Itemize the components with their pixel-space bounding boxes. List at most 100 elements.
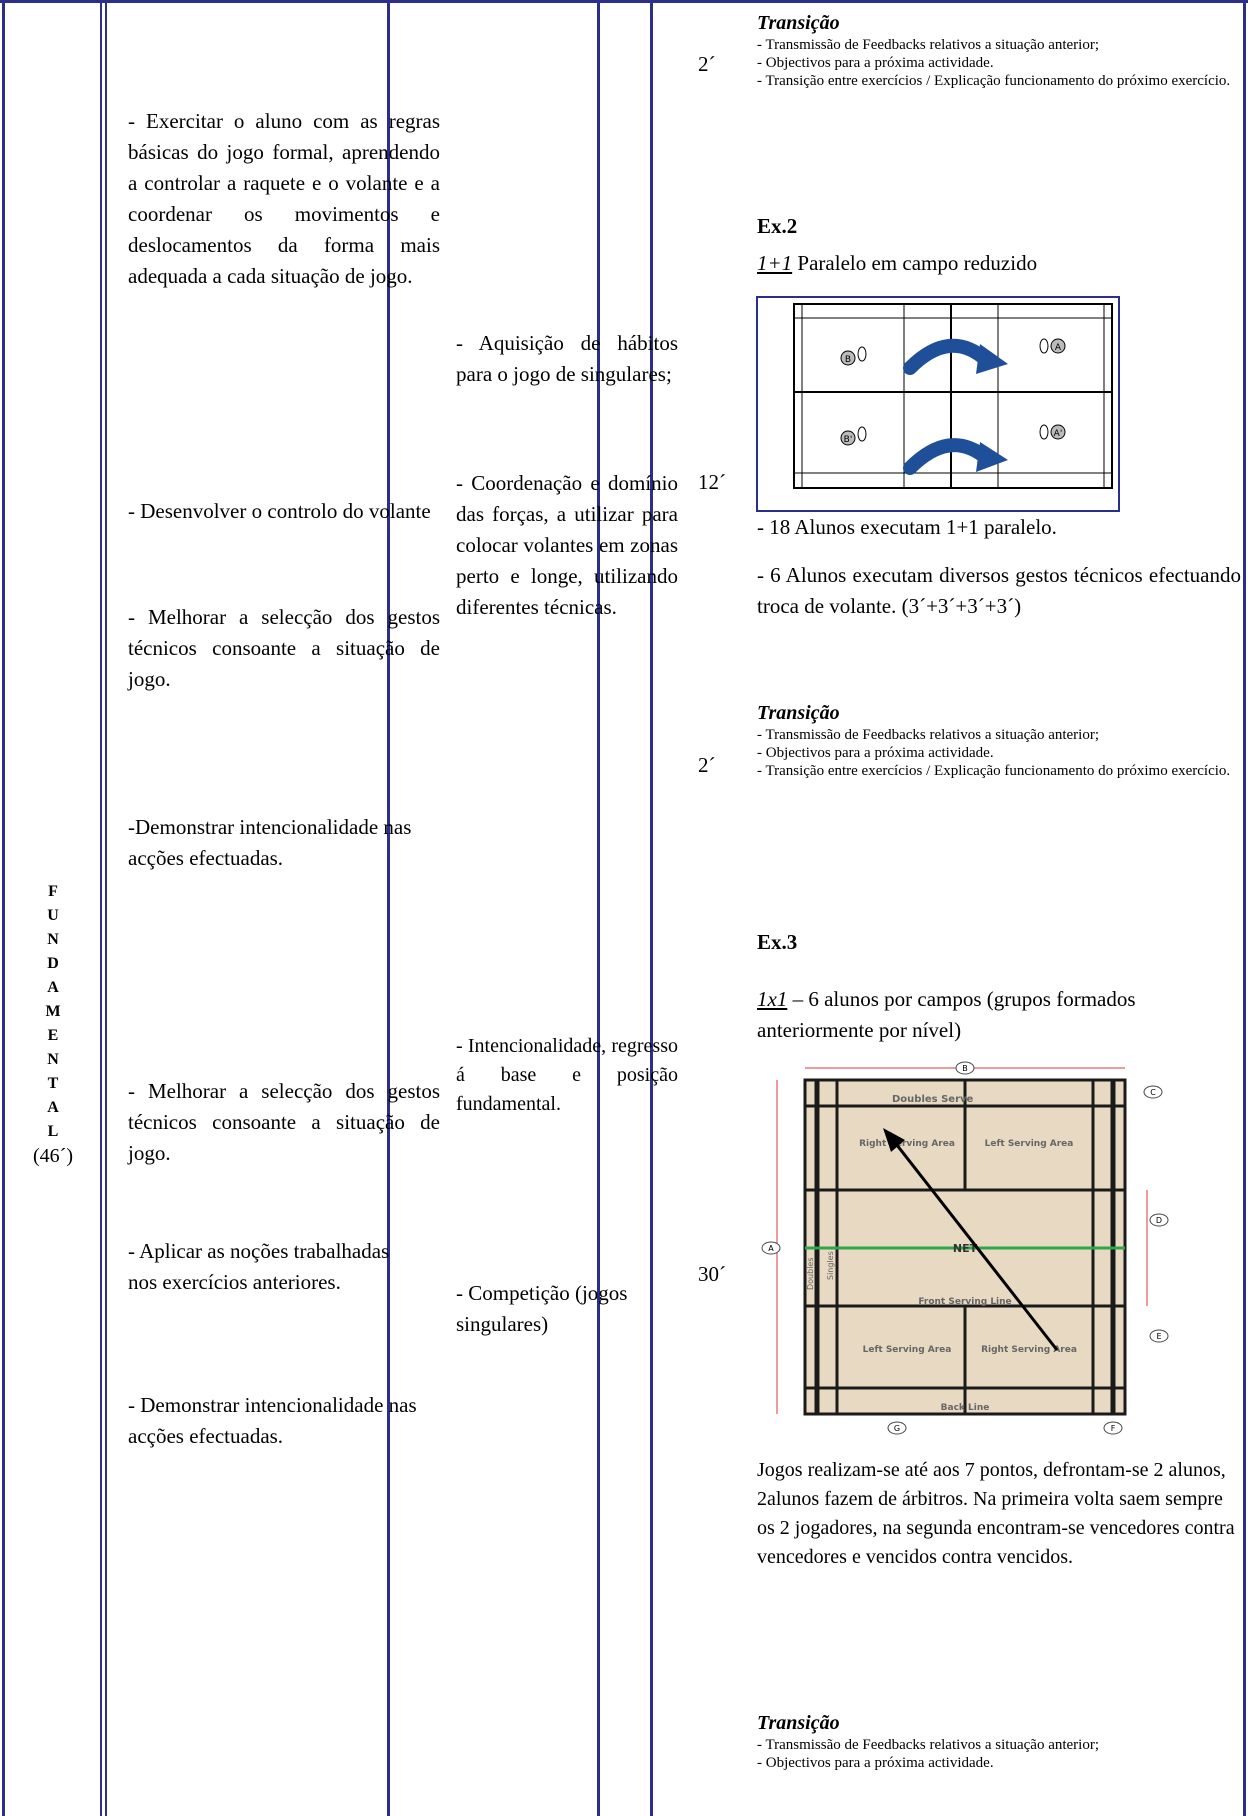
player-label: B bbox=[845, 355, 851, 365]
phase-letter: A bbox=[47, 979, 59, 996]
objective-1: - Exercitar o aluno com as regras básica… bbox=[128, 109, 440, 288]
player-marker bbox=[1050, 338, 1066, 354]
court-label: Doubles bbox=[806, 1257, 815, 1290]
transition-text: - Transmissão de Feedbacks relativos a s… bbox=[757, 726, 1243, 780]
player-b-top: B bbox=[840, 346, 867, 366]
ex2-court-outline bbox=[793, 303, 1113, 489]
marker-label: A bbox=[768, 1244, 774, 1253]
table-divider-1a bbox=[100, 0, 102, 1816]
criterion-3: - Intencionalidade, regresso á base e po… bbox=[456, 1035, 678, 1115]
ex2-title: Ex.2 bbox=[757, 214, 798, 238]
phase-letter: F bbox=[48, 883, 58, 900]
ex3-arrow bbox=[891, 1139, 1059, 1351]
phase-letter: N bbox=[47, 931, 59, 948]
player-label: B' bbox=[844, 435, 853, 445]
objective-5: - Melhorar a selecção dos gestos técnico… bbox=[128, 1079, 440, 1165]
time-ex2: 12´ bbox=[698, 470, 726, 494]
court-label: Back Line bbox=[941, 1403, 990, 1413]
transition-line: - Objectivos para a próxima actividade. bbox=[757, 745, 994, 761]
transition-line: - Transmissão de Feedbacks relativos a s… bbox=[757, 1737, 1099, 1753]
marker-label: G bbox=[894, 1424, 900, 1433]
table-divider-4 bbox=[650, 0, 653, 1816]
transition-line: - Transmissão de Feedbacks relativos a s… bbox=[757, 37, 1099, 53]
ex2-subtitle: 1+1 Paralelo em campo reduzido bbox=[757, 248, 1037, 279]
phase-letter: L bbox=[47, 1123, 59, 1140]
ex3-court-diagram: Doubles Serve Right Serving Area Left Se… bbox=[761, 1061, 1169, 1435]
player-a-bottom: A' bbox=[1039, 424, 1066, 440]
marker-a: A bbox=[761, 1241, 781, 1255]
transition-line: - Transmissão de Feedbacks relativos a s… bbox=[757, 727, 1099, 743]
ex3-title: Ex.3 bbox=[757, 930, 798, 954]
table-divider-3 bbox=[597, 0, 600, 1816]
court-label: NET bbox=[953, 1242, 978, 1255]
ex3-arrow-head bbox=[883, 1128, 905, 1152]
ex2-arrow-top bbox=[903, 338, 993, 375]
player-marker bbox=[840, 430, 856, 446]
ex3-description: Jogos realizam-se até aos 7 pontos, defr… bbox=[757, 1459, 1235, 1568]
transition-text: - Transmissão de Feedbacks relativos a s… bbox=[757, 1736, 1243, 1772]
objective-4: -Demonstrar intencionalidade nas acções … bbox=[128, 815, 412, 870]
court-label: Left Serving Area bbox=[863, 1345, 952, 1355]
time-ex3: 30´ bbox=[698, 1262, 726, 1286]
table-divider-2 bbox=[387, 0, 390, 1816]
criterion-1: - Aquisição de hábitos para o jogo de si… bbox=[456, 331, 678, 386]
marker-d: D bbox=[1149, 1213, 1169, 1227]
ex2-subtitle-text: Paralelo em campo reduzido bbox=[792, 251, 1038, 275]
racket-icon bbox=[857, 426, 867, 442]
transition-line: - Objectivos para a próxima actividade. bbox=[757, 55, 994, 71]
table-divider-1b bbox=[105, 0, 107, 1816]
ex3-format: 1x1 bbox=[757, 987, 788, 1011]
objective-6: - Aplicar as noções trabalhadas nos exer… bbox=[128, 1239, 390, 1294]
phase-duration: (46´) bbox=[33, 1145, 73, 1167]
racket-icon bbox=[1039, 424, 1049, 440]
marker-e: E bbox=[1149, 1329, 1169, 1343]
player-label: A bbox=[1055, 343, 1062, 353]
phase-letter: E bbox=[47, 1027, 59, 1044]
marker-label: F bbox=[1111, 1424, 1116, 1433]
ex2-arrow-bottom-head bbox=[976, 442, 1008, 472]
marker-g: G bbox=[887, 1421, 907, 1435]
table-border-top bbox=[0, 0, 1248, 3]
table-border-right bbox=[1243, 0, 1246, 1816]
ex2-court-diagram: B A B' A' bbox=[793, 303, 1113, 489]
transition-line: - Transição entre exercícios / Explicaçã… bbox=[757, 73, 1231, 89]
criterion-4: - Competição (jogos singulares) bbox=[456, 1281, 628, 1336]
marker-c: C bbox=[1143, 1085, 1163, 1099]
racket-icon bbox=[1039, 338, 1049, 354]
marker-b: B bbox=[955, 1061, 975, 1075]
transition-title: Transição bbox=[757, 12, 840, 34]
ex2-arrow-top-head bbox=[976, 344, 1008, 374]
ex2-line-1: - 18 Alunos executam 1+1 paralelo. bbox=[757, 515, 1057, 539]
player-label: A' bbox=[1054, 429, 1063, 439]
marker-f: F bbox=[1103, 1421, 1123, 1435]
racket-icon bbox=[857, 346, 867, 362]
court-label: Doubles Serve bbox=[892, 1094, 974, 1105]
ex3-subtitle: 1x1 – 6 alunos por campos (grupos formad… bbox=[757, 984, 1241, 1046]
transition-title: Transição bbox=[757, 1712, 840, 1734]
phase-letter: M bbox=[45, 1003, 61, 1020]
marker-label: C bbox=[1150, 1088, 1156, 1097]
objective-7: - Demonstrar intencionalidade nas acções… bbox=[128, 1393, 417, 1448]
court-label: Front Serving Line bbox=[918, 1297, 1011, 1307]
transition-line: - Transição entre exercícios / Explicaçã… bbox=[757, 763, 1231, 779]
player-a-top: A bbox=[1039, 338, 1066, 354]
ex2-format: 1+1 bbox=[757, 251, 793, 275]
player-b-bottom: B' bbox=[840, 426, 867, 446]
court-label: Left Serving Area bbox=[985, 1139, 1074, 1149]
phase-letter: N bbox=[47, 1051, 59, 1068]
criterion-2: - Coordenação e domínio das forças, a ut… bbox=[456, 471, 678, 619]
objective-3: - Melhorar a selecção dos gestos técnico… bbox=[128, 605, 440, 691]
court-label: Right Serving Area bbox=[981, 1345, 1077, 1355]
transition-title: Transição bbox=[757, 702, 840, 724]
court-label: Right Serving Area bbox=[859, 1139, 955, 1149]
marker-label: E bbox=[1156, 1332, 1161, 1341]
phase-label: F U N D A M E N T A L (46´) bbox=[8, 880, 98, 1168]
phase-letter: D bbox=[47, 955, 59, 972]
ex2-court-box: B A B' A' bbox=[756, 296, 1120, 512]
phase-letter: U bbox=[47, 907, 59, 924]
ex2-arrow-bottom bbox=[903, 438, 993, 475]
transition-text: - Transmissão de Feedbacks relativos a s… bbox=[757, 36, 1243, 90]
marker-label: D bbox=[1156, 1216, 1162, 1225]
ex2-line-2: - 6 Alunos executam diversos gestos técn… bbox=[757, 563, 1241, 618]
